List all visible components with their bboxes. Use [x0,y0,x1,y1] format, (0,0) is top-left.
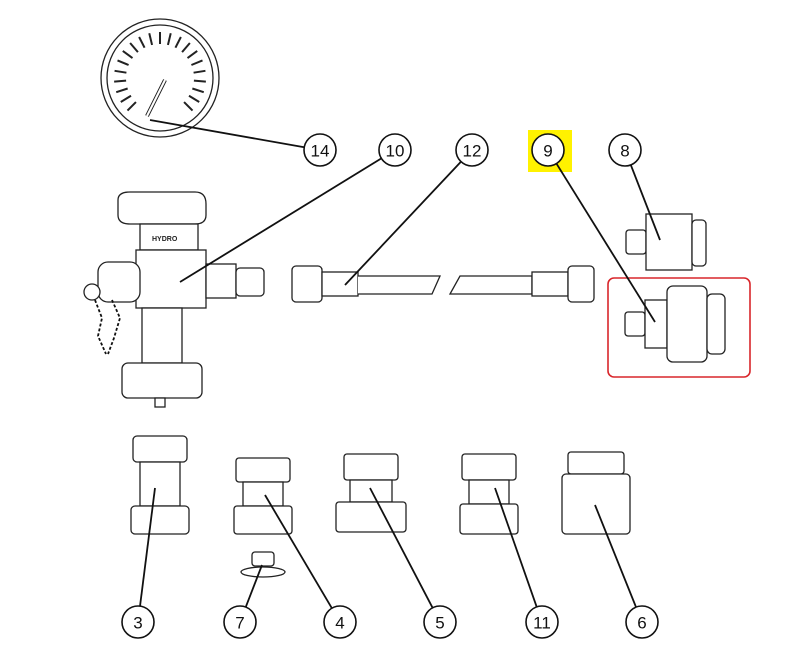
callout-number: 7 [235,614,244,633]
adapter-6 [561,451,631,535]
callout-14[interactable]: 14 [149,119,337,167]
selection-box[interactable] [607,277,751,378]
leader-line [629,164,661,241]
callout-circle [608,133,642,167]
callout-number: 6 [637,614,646,633]
callout-11[interactable]: 11 [494,487,559,639]
leader-line [555,163,656,323]
washer-7 [240,551,286,578]
gauge-tick [193,69,206,74]
callout-12[interactable]: 12 [344,133,489,286]
gauge-tick [192,87,205,94]
leader-line [344,161,462,286]
adapter-11 [459,453,519,535]
leader-line [594,504,637,608]
gauge-tick [166,33,172,46]
gauge-tick [183,101,194,112]
adapter-9 [624,285,726,363]
callout-10[interactable]: 10 [179,133,412,283]
callout-3[interactable]: 3 [121,487,156,639]
gauge-tick [117,59,129,66]
callout-7[interactable]: 7 [223,564,263,639]
gauge-tick [138,36,146,49]
leader-line [264,494,333,609]
callout-circle [625,605,659,639]
callout-5[interactable]: 5 [369,487,457,639]
callout-9[interactable]: 9 [531,133,656,323]
callout-number: 3 [133,614,142,633]
valve-brand-label: HYDRO [152,236,178,243]
leader-line [139,487,156,607]
callout-circle [525,605,559,639]
adapter-3 [130,435,190,535]
gauge-tick [148,33,154,46]
callout-circle [531,133,565,167]
callout-circle [303,133,337,167]
callout-number: 14 [311,142,330,161]
leader-line [149,119,305,149]
callout-circle [455,133,489,167]
callout-number: 8 [620,142,629,161]
adapter-4 [233,457,293,535]
callout-circle [323,605,357,639]
callout-circle [423,605,457,639]
gauge-tick [115,87,128,94]
gauge-tick [188,94,200,103]
gauge-tick [193,79,206,83]
gauge-tick [181,42,191,53]
valve-assembly: HYDRO [83,191,265,408]
callout-number: 10 [386,142,405,161]
gauge-tick [129,42,139,53]
callout-4[interactable]: 4 [264,494,357,639]
gauge-tick [122,50,134,59]
pressure-gauge [100,18,220,138]
callout-circle [378,133,412,167]
leader-line [494,487,538,608]
callout-number: 9 [543,142,552,161]
adapter-5 [335,453,407,533]
callout-number: 11 [533,614,551,633]
gauge-tick [174,36,182,49]
adapter-8 [625,213,707,271]
callout-number: 12 [463,142,482,161]
callout-circle [223,605,257,639]
gauge-tick [114,79,127,83]
callout-number: 4 [335,614,344,633]
gauge-tick [186,50,198,59]
leader-line [179,157,382,283]
leader-line [244,564,263,608]
callout-6[interactable]: 6 [594,504,659,639]
gauge-tick [126,101,137,112]
gauge-tick [120,94,132,103]
hose [291,265,595,303]
callout-circle [121,605,155,639]
leader-line [369,487,434,609]
gauge-tick [191,59,203,66]
callout-8[interactable]: 8 [608,133,661,241]
callout-number: 5 [435,614,444,633]
gauge-tick [114,69,127,74]
